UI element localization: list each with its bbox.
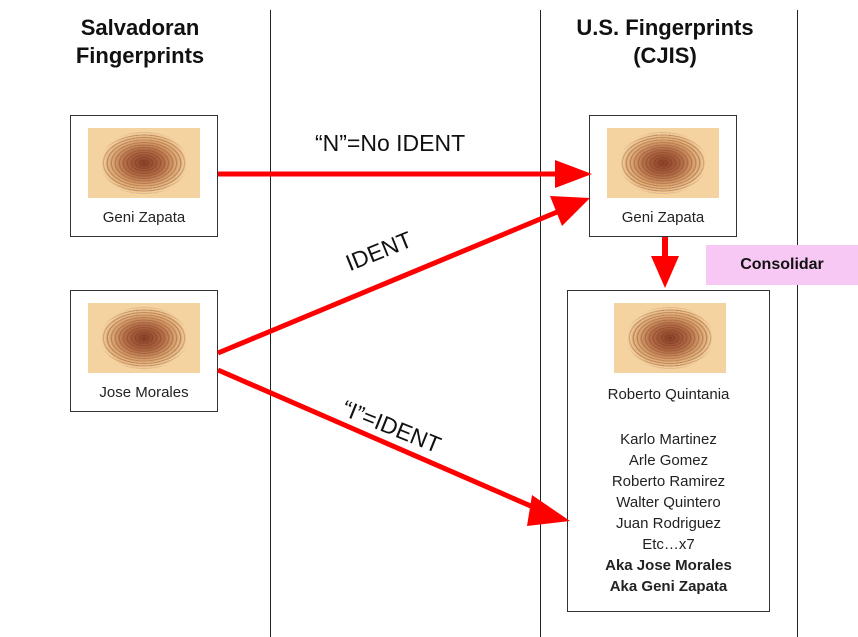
alias-name: Juan Rodriguez <box>615 515 722 532</box>
fingerprint-card-jose-morales: Jose Morales <box>70 290 218 412</box>
fingerprint-card-geni-zapata-right: Geni Zapata <box>589 115 737 237</box>
alias-list: Karlo Martinez Arle Gomez Roberto Ramire… <box>568 429 769 597</box>
fingerprint-image <box>88 128 200 198</box>
alias-name: Arle Gomez <box>628 452 709 469</box>
primary-name: Roberto Quintania <box>607 386 730 403</box>
aka-name: Aka Jose Morales <box>605 557 732 574</box>
alias-name: Roberto Ramirez <box>611 473 726 490</box>
right-column-title: U.S. Fingerprints (CJIS) <box>545 14 785 70</box>
card-label: Geni Zapata <box>621 209 705 226</box>
arrowhead-ident <box>550 196 590 226</box>
label-no-ident: “N”=No IDENT <box>315 130 466 156</box>
left-column-title: Salvadoran Fingerprints <box>40 14 240 70</box>
card-label: Geni Zapata <box>102 209 186 226</box>
arrowhead-i-ident <box>527 495 570 526</box>
consolidated-record-card: Roberto Quintania Karlo Martinez Arle Go… <box>567 290 770 612</box>
divider-line-3 <box>797 10 798 637</box>
left-title-line2: Fingerprints <box>75 43 205 68</box>
arrowhead-consolidate <box>651 256 679 288</box>
aka-name: Aka Geni Zapata <box>609 578 728 595</box>
right-title-line2: (CJIS) <box>633 43 697 68</box>
fingerprint-card-geni-zapata-left: Geni Zapata <box>70 115 218 237</box>
consolidar-badge: Consolidar <box>706 245 858 285</box>
fingerprint-image <box>88 303 200 373</box>
left-title-line1: Salvadoran <box>80 15 200 40</box>
card-label: Jose Morales <box>99 384 189 401</box>
alias-name: Etc…x7 <box>642 536 695 553</box>
fingerprint-image <box>614 303 726 373</box>
alias-name: Karlo Martinez <box>620 431 717 448</box>
alias-name: Walter Quintero <box>616 494 721 511</box>
divider-line-1 <box>270 10 271 637</box>
divider-line-2 <box>540 10 541 637</box>
arrowhead-no-ident <box>555 160 592 188</box>
fingerprint-image <box>607 128 719 198</box>
arrow-i-ident <box>217 367 541 513</box>
right-title-line1: U.S. Fingerprints <box>576 15 754 40</box>
arrow-ident <box>217 207 563 356</box>
